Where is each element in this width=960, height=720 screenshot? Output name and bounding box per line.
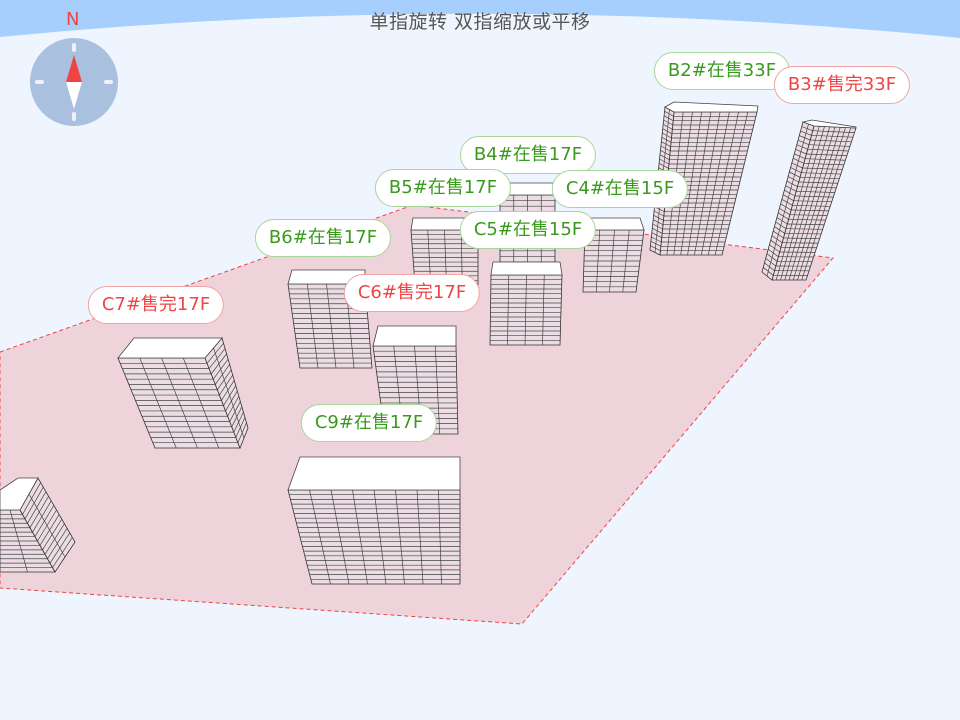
building-label-b3[interactable]: B3#售完33F: [773, 66, 911, 104]
compass-north-label: N: [66, 9, 80, 30]
building-label-b5[interactable]: B5#在售17F: [374, 169, 512, 207]
floor-grid: [289, 489, 460, 585]
building-label-c7[interactable]: C7#售完17F: [87, 286, 225, 324]
building-roof: [117, 337, 223, 359]
building-roof: [664, 101, 759, 113]
building-roof: [0, 477, 39, 511]
building-roof: [372, 325, 457, 347]
building-b3[interactable]: [761, 119, 857, 281]
building-c5[interactable]: [489, 261, 563, 346]
building-label-c9[interactable]: C9#在售17F: [300, 404, 438, 442]
building-label-b2[interactable]: B2#在售33F: [653, 52, 791, 90]
building-c7[interactable]: [117, 337, 249, 450]
building-c4[interactable]: [582, 217, 645, 293]
floor-grid: [0, 509, 53, 573]
building-roof: [287, 456, 461, 491]
building-label-c5[interactable]: C5#在售15F: [459, 211, 597, 249]
building-x[interactable]: [0, 477, 76, 573]
floor-grid: [206, 343, 247, 443]
floor-grid: [773, 126, 855, 281]
building-label-c6[interactable]: C6#售完17F: [343, 274, 481, 312]
floor-grid: [763, 123, 813, 277]
floor-grid: [22, 482, 73, 568]
building-label-b6[interactable]: B6#在售17F: [254, 219, 392, 257]
compass-icon[interactable]: [30, 38, 118, 126]
floor-grid: [660, 111, 756, 256]
building-roof: [801, 119, 857, 129]
building-c9[interactable]: [287, 456, 461, 585]
building-roof: [287, 269, 366, 285]
sky: [0, 0, 960, 38]
floor-grid: [490, 274, 562, 346]
floor-grid: [288, 283, 372, 369]
floor-grid: [583, 229, 644, 293]
gesture-hint: 单指旋转 双指缩放或平移: [369, 11, 591, 33]
floor-grid: [120, 357, 238, 449]
building-label-c4[interactable]: C4#在售15F: [551, 170, 689, 208]
building-roof: [490, 261, 563, 276]
building-label-b4[interactable]: B4#在售17F: [459, 136, 597, 174]
